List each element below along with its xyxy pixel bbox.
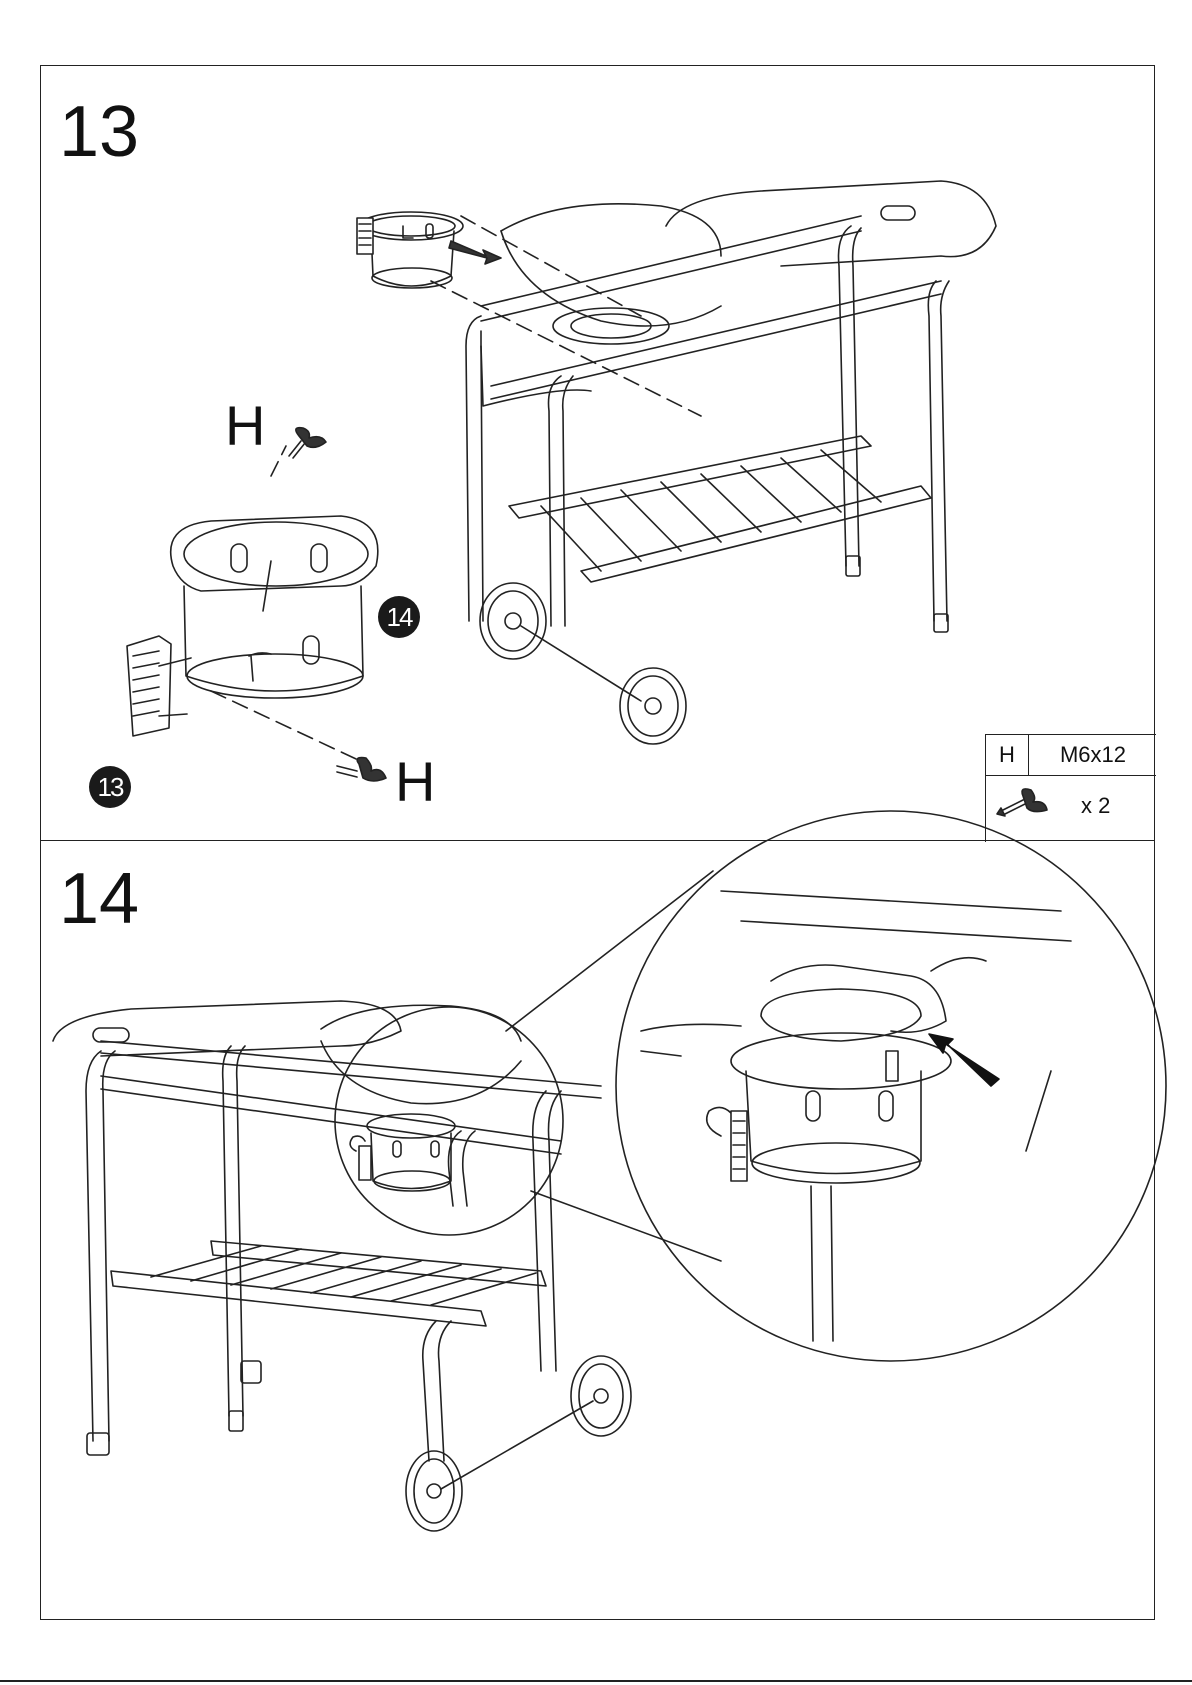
insert-arrow-icon <box>449 241 501 264</box>
ash-bucket-large <box>127 516 378 736</box>
step-badge-14: 14 <box>378 596 420 638</box>
grill-cart <box>466 181 996 744</box>
wing-bolt-bottom-icon <box>337 758 386 781</box>
detail-connector-bottom <box>531 1191 721 1261</box>
parts-table-header: H M6x12 <box>986 735 1156 776</box>
detail-magnifier-small <box>335 1007 563 1235</box>
ash-bucket-small <box>350 1114 455 1191</box>
wheel-left <box>480 583 546 659</box>
step-13-panel: 13 <box>40 65 1155 841</box>
parts-table: H M6x12 x 2 <box>985 734 1156 842</box>
wheel-back <box>571 1356 631 1436</box>
parts-quantity: x 2 <box>1081 791 1110 821</box>
pointer-arrow-icon <box>929 1034 999 1086</box>
page-footer-rule <box>0 1680 1192 1682</box>
callout-h-top: H <box>225 398 265 454</box>
parts-letter: H <box>986 735 1029 775</box>
detail-view <box>641 891 1071 1341</box>
wing-bolt-top-icon <box>289 428 326 458</box>
wheel-right <box>620 668 686 744</box>
guide-lines <box>211 216 701 766</box>
wheel-front <box>406 1451 462 1531</box>
detail-connector-top <box>506 871 713 1031</box>
step-14-panel: 14 <box>40 840 1155 1620</box>
step-13-illustration <box>41 66 1156 842</box>
parts-spec: M6x12 <box>1030 735 1156 775</box>
step-badge-13: 13 <box>89 766 131 808</box>
ash-bucket-small <box>357 212 463 288</box>
callout-h-bottom: H <box>395 754 435 810</box>
step-14-illustration <box>41 841 1156 1621</box>
